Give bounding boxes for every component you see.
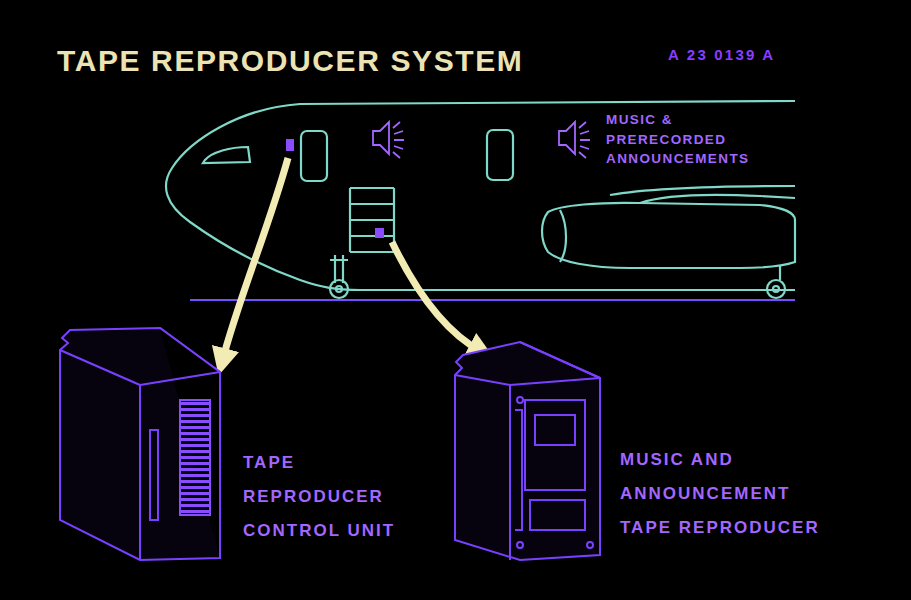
pointer-arrow — [392, 242, 482, 352]
part-label: TAPE REPRODUCER CONTROL UNIT — [243, 446, 428, 548]
location-marker — [375, 228, 384, 238]
part-label: MUSIC AND ANNOUNCEMENT TAPE REPRODUCER — [620, 443, 840, 545]
tape-reproducer-drawing — [455, 342, 600, 560]
location-marker — [286, 139, 294, 151]
speaker-symbol — [373, 122, 404, 158]
speaker-symbol — [559, 122, 590, 158]
drawing-number: A 23 0139 A — [668, 47, 775, 64]
title: TAPE REPRODUCER SYSTEM — [57, 44, 523, 77]
airplane-outline — [166, 101, 795, 298]
pointer-arrow — [222, 158, 288, 362]
control-unit-drawing — [60, 328, 220, 560]
ground-line — [190, 299, 795, 301]
speaker-label: MUSIC & PRERECORDED ANNOUNCEMENTS — [606, 110, 776, 169]
